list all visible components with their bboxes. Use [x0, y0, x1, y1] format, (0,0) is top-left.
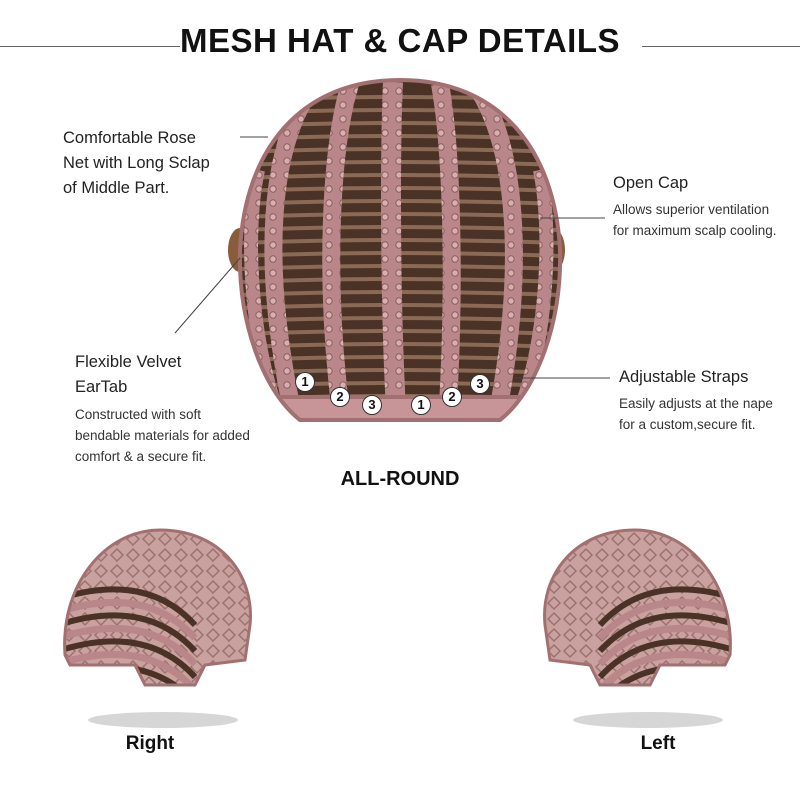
strap-number-badge: 1	[411, 395, 431, 415]
eartab-desc-1: Constructed with soft	[75, 407, 202, 422]
hair-weft	[64, 624, 198, 667]
open-cap-desc-2: for maximum scalp cooling.	[613, 223, 777, 238]
hair-weft	[597, 638, 731, 680]
eartab-desc-3: comfort & a secure fit.	[75, 449, 207, 464]
open-cap-callout: Open Cap Allows superior ventilation for…	[613, 171, 777, 241]
title-rule-right	[642, 46, 800, 47]
open-cap-title: Open Cap	[613, 174, 689, 192]
strap-number-badge: 1	[295, 372, 315, 392]
eartab-desc-2: bendable materials for added	[75, 428, 250, 443]
hair-weft	[64, 638, 198, 680]
rose-net-line-2: Net with Long Sclap	[63, 154, 210, 172]
cap-right-image	[63, 528, 252, 728]
cap-left-image	[543, 528, 732, 728]
rose-net-label: Comfortable Rose Net with Long Sclap of …	[63, 126, 210, 201]
view-label-right: Right	[125, 733, 175, 754]
view-label-left: Left	[640, 733, 676, 754]
straps-title: Adjustable Straps	[619, 368, 749, 386]
eartab-callout: Flexible Velvet EarTab Constructed with …	[75, 350, 250, 467]
hair-weft	[64, 598, 198, 641]
eartab-title-2: EarTab	[75, 378, 128, 396]
strap-number-badge: 3	[470, 374, 490, 394]
page-title: MESH HAT & CAP DETAILS	[179, 22, 621, 59]
hair-weft	[597, 650, 731, 685]
hair-weft	[597, 612, 731, 654]
open-cap-desc-1: Allows superior ventilation	[613, 202, 770, 217]
strap-number-badge: 2	[330, 387, 350, 407]
hair-weft	[64, 612, 198, 654]
hair-weft	[597, 624, 731, 667]
straps-desc-1: Easily adjusts at the nape	[619, 396, 773, 411]
cap-allround-image	[174, 77, 610, 422]
strap-number-badge: 3	[362, 395, 382, 415]
rose-net-line-3: of Middle Part.	[63, 179, 170, 197]
title-rule-left	[0, 46, 180, 47]
straps-callout: Adjustable Straps Easily adjusts at the …	[619, 365, 773, 435]
rose-net-line-1: Comfortable Rose	[63, 129, 196, 147]
straps-desc-2: for a custom,secure fit.	[619, 417, 756, 432]
strap-number-badge: 2	[442, 387, 462, 407]
hair-weft	[64, 650, 198, 685]
eartab-title-1: Flexible Velvet	[75, 353, 182, 371]
view-label-allround: ALL-ROUND	[340, 468, 460, 490]
hair-weft	[597, 598, 731, 641]
